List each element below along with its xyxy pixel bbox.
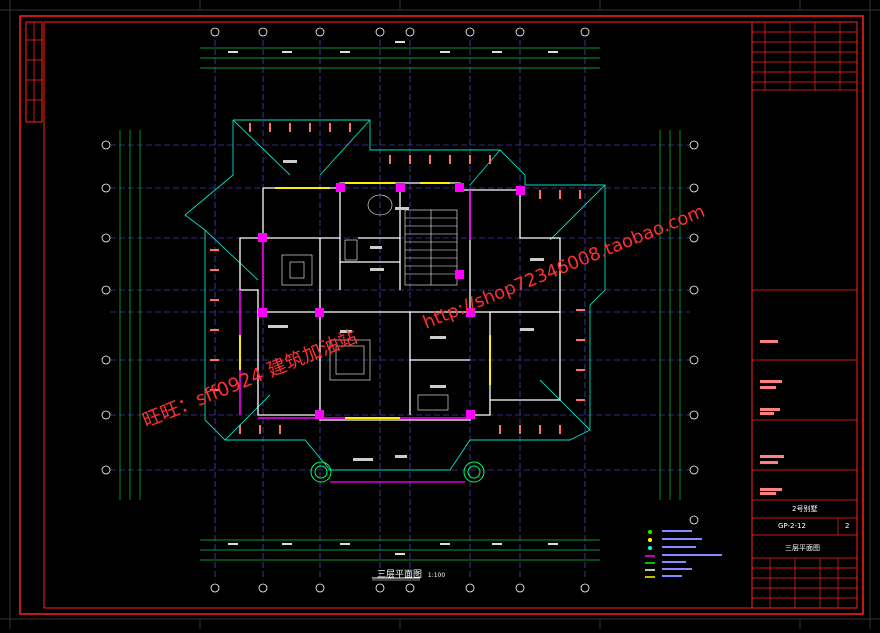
- drawing-title: 三层平面图: [377, 570, 423, 580]
- project-name: 2号别墅: [792, 505, 818, 513]
- legend: [645, 530, 722, 578]
- eave-rafters: [210, 123, 585, 434]
- dimension-ticks: [228, 41, 558, 555]
- furniture: [281, 194, 449, 411]
- columns: [258, 183, 525, 419]
- windows: [239, 182, 491, 419]
- axis-bubbles: [101, 27, 699, 593]
- drawing-scale: 1:100: [427, 572, 446, 579]
- balcony-planters: [310, 461, 485, 483]
- staircase: [404, 209, 458, 286]
- sheet-index: 2: [845, 522, 850, 530]
- sheet-title: 三层平面图: [785, 544, 820, 552]
- roof-outline: [184, 119, 606, 471]
- title-block: [751, 21, 858, 609]
- outer-border: [19, 15, 864, 615]
- drawing-number: GP-2-12: [778, 522, 806, 530]
- room-labels: [268, 160, 544, 461]
- dimension-lines: [119, 47, 681, 561]
